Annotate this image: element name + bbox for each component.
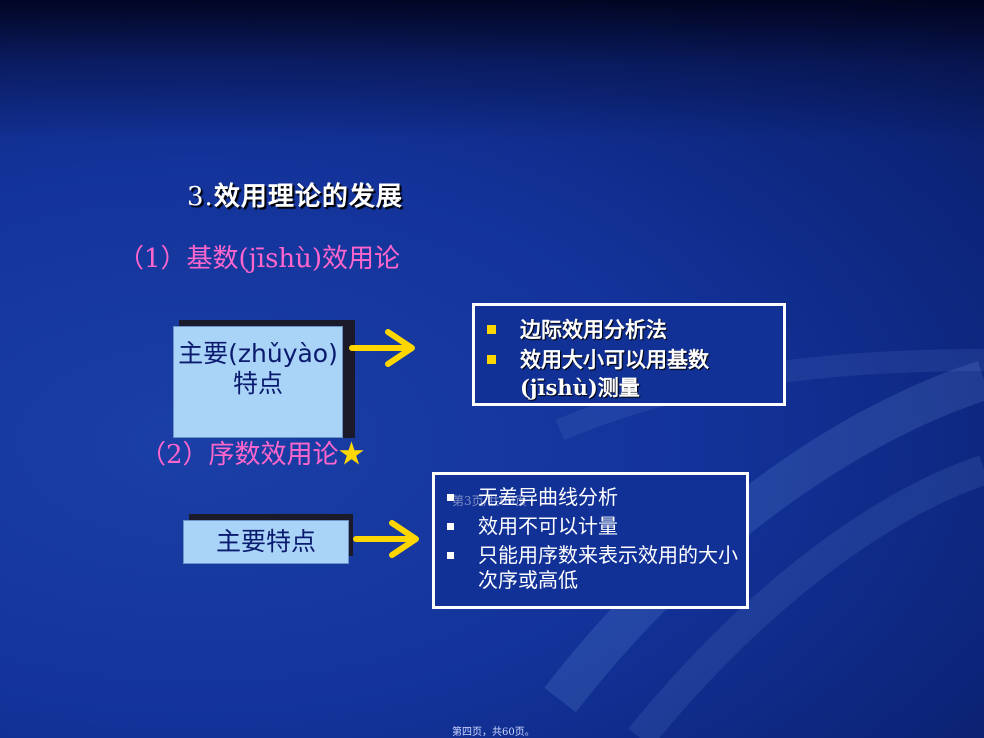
list-item: 无差异曲线分析 [445,485,746,510]
list-item-text: 效用大小可以用基数(jīshù)测量 [520,347,709,400]
list-item-text: 效用不可以计量 [478,514,618,538]
list-item: 边际效用分析法 [485,316,783,344]
cardinal-points-panel: 边际效用分析法 效用大小可以用基数(jīshù)测量 [472,303,786,406]
list-item: 效用不可以计量 [445,514,746,539]
top-shade [0,0,984,140]
list-item: 只能用序数来表示效用的大小次序或高低 [445,543,746,593]
ordinal-utility-label: （2）序数效用论★ [140,438,365,472]
ordinal-features-label: 主要特点 [215,527,316,556]
cardinal-utility-label: （1）基数(jīshù)效用论 [118,244,401,274]
star-icon: ★ [338,440,365,470]
bullet-square-icon [447,494,454,501]
list-item-text: 无差异曲线分析 [478,485,618,509]
page-footer: 第四页，共60页。 [452,727,535,738]
bullet-square-icon [447,552,454,559]
list-item-text: 只能用序数来表示效用的大小次序或高低 [478,543,738,592]
list-item-text: 边际效用分析法 [520,317,667,342]
heading-number: 3. [187,182,214,212]
heading-text: 效用理论的发展 [213,182,403,212]
ordinal-features-box: 主要特点 [183,520,349,564]
list-item: 效用大小可以用基数(jīshù)测量 [485,346,783,402]
page-watermark: 第3页/共60页 [452,494,527,508]
bullet-square-icon [487,325,496,334]
bullet-square-icon [487,355,496,364]
cardinal-features-box: 主要(zhǔyào)特点 [173,326,343,438]
arrow-right-icon [353,520,419,558]
cardinal-features-label: 主要(zhǔyào)特点 [178,339,338,398]
ordinal-utility-text: （2）序数效用论 [140,440,339,470]
slide-heading: 3.效用理论的发展 [187,176,403,213]
bullet-square-icon [447,523,454,530]
arrow-right-icon [349,329,415,367]
ordinal-points-panel: 无差异曲线分析 效用不可以计量 只能用序数来表示效用的大小次序或高低 [432,472,749,609]
